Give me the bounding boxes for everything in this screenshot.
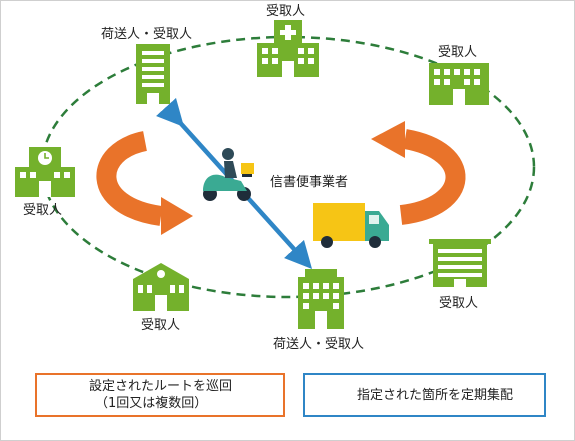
legend-route-line1: 設定されたルートを巡回: [89, 379, 233, 394]
office-building-icon-lower-right: [429, 239, 491, 287]
node-label-left: 受取人: [23, 203, 63, 218]
legend-fixed: 指定された箇所を定期集配: [303, 373, 546, 417]
hospital-icon: [257, 20, 319, 77]
node-label-top-left: 荷送人・受取人: [101, 27, 193, 42]
legend-route-line2: （1回又は複数回）: [95, 396, 208, 411]
legend-route: 設定されたルートを巡回 （1回又は複数回）: [35, 373, 285, 417]
node-label-bottom-center: 荷送人・受取人: [273, 337, 365, 352]
school-building-icon: [133, 263, 189, 311]
delivery-truck-icon: [313, 203, 389, 248]
office-building-icon-right: [429, 63, 489, 105]
node-label-top-right: 受取人: [438, 45, 478, 60]
center-label: 信書便事業者: [270, 175, 349, 190]
office-building-icon-bottom: [298, 269, 344, 329]
node-label-bottom-left: 受取人: [141, 318, 181, 333]
legend-fixed-label: 指定された箇所を定期集配: [357, 388, 514, 403]
node-label-right: 受取人: [439, 296, 479, 311]
node-label-top-center: 受取人: [266, 4, 306, 19]
scooter-courier-icon: [203, 148, 254, 201]
route-arrow-left: [96, 131, 193, 235]
office-building-icon: [136, 44, 170, 104]
clock-building-icon: [15, 147, 75, 197]
route-arrow-right: [371, 121, 466, 225]
